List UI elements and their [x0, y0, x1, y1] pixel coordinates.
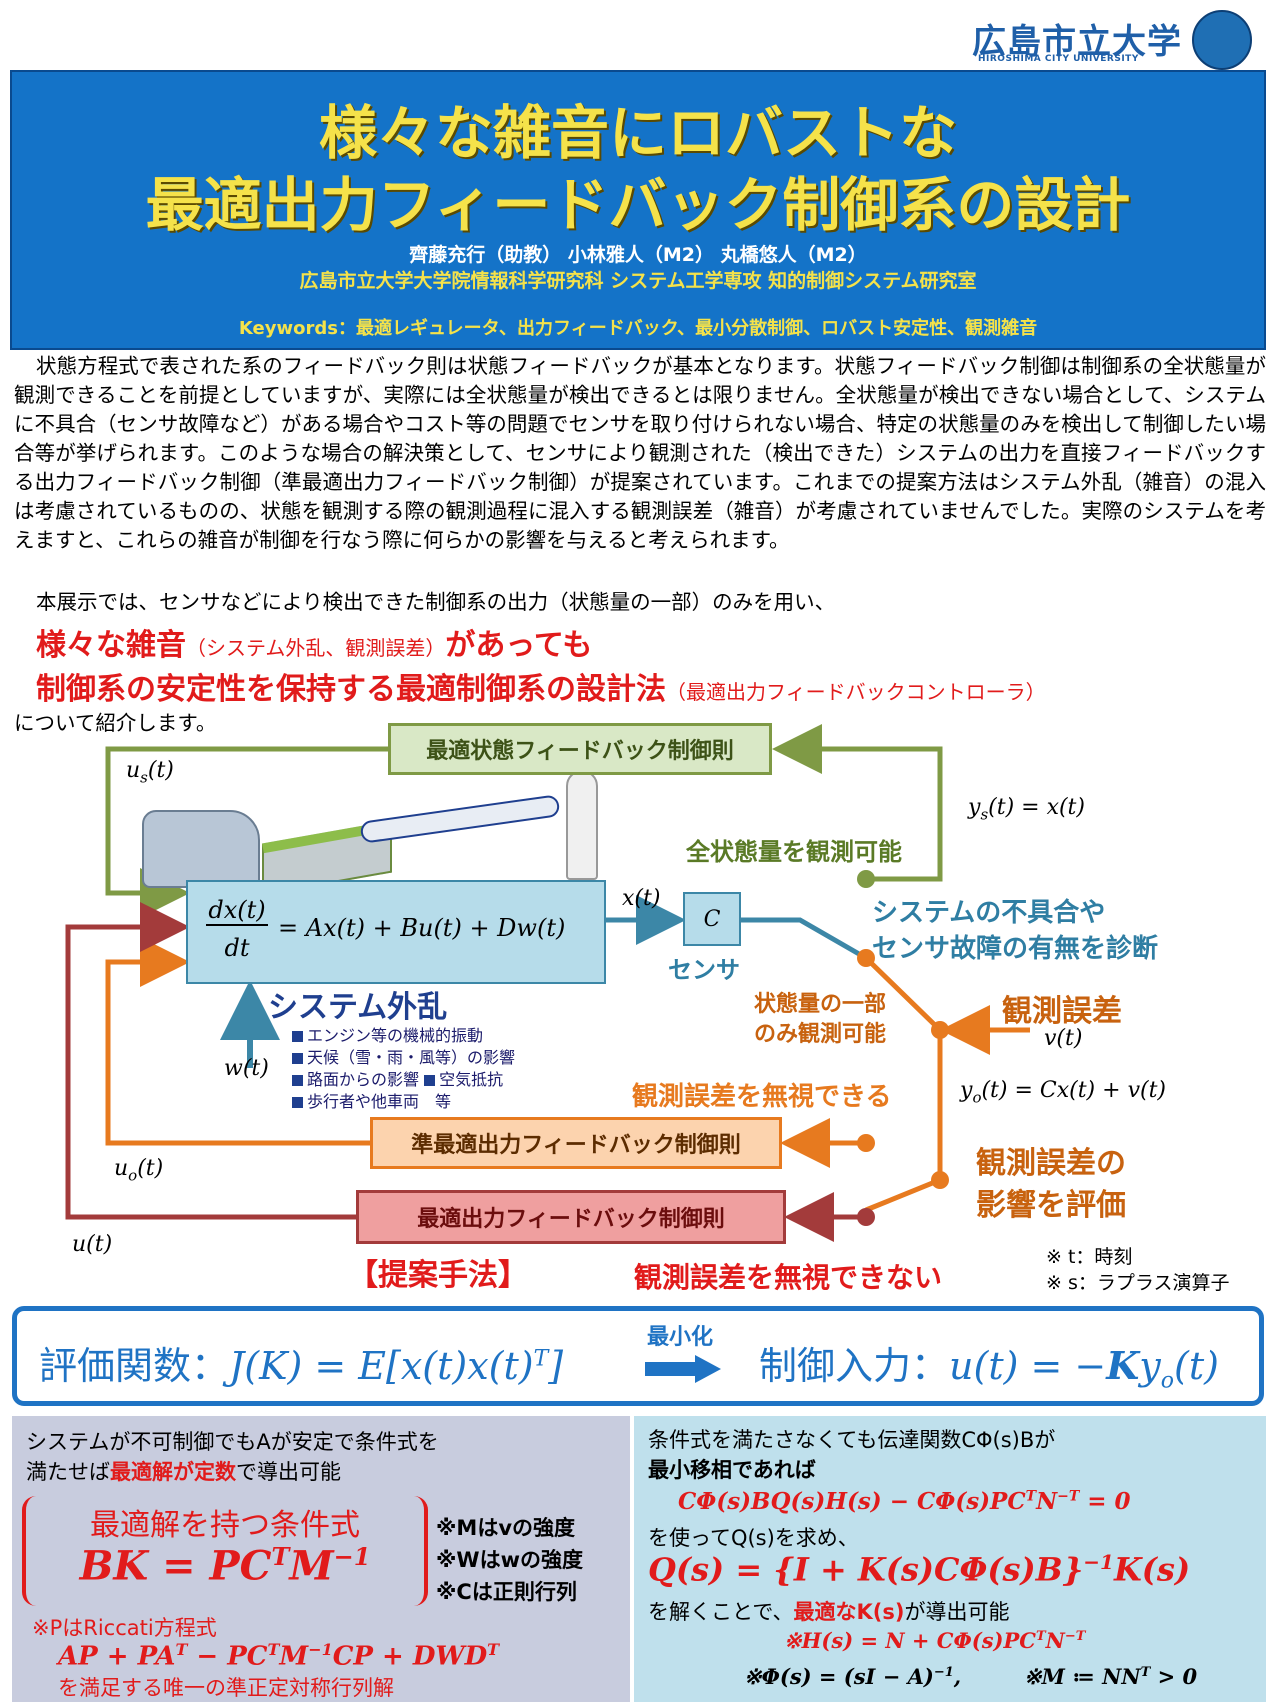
- highlight-line-2: 制御系の安定性を保持する最適制御系の設計法（最適出力フィードバックコントローラ）: [36, 664, 1046, 708]
- evaluate-label-2: 影響を評価: [976, 1188, 1126, 1223]
- eq-numerator: dx(t): [206, 896, 268, 926]
- orange-uo-line: [105, 937, 370, 1146]
- uo-label: uo(t): [114, 1156, 164, 1185]
- control-input-label: 制御入力：u(t) = −Kyo(t): [759, 1343, 1219, 1394]
- disturbance-item-1: エンジン等の機械的振動: [292, 1022, 483, 1046]
- diagnose-label-1: システムの不具合や: [872, 898, 1106, 928]
- riccati-equation: AP + PAT − PCTM−1CP + DWDT: [58, 1640, 500, 1672]
- xt-label: x(t): [622, 886, 661, 911]
- ys-label: ys(t) = x(t): [968, 795, 1085, 824]
- eq-denominator: dt: [224, 934, 250, 962]
- right-panel: 条件式を満たさなくても伝達関数CΦ(s)Bが 最小移相であれば CΦ(s)BQ(…: [634, 1416, 1266, 1702]
- title-line-2: 最適出力フィードバック制御系の設計: [145, 171, 1131, 239]
- minimize-arrow-icon: [645, 1355, 721, 1383]
- intro-paragraph: 状態方程式で表された系のフィードバック則は状態フィードバックが基本となります。状…: [14, 354, 1267, 552]
- suboptimal-output-feedback-box: 準最適出力フィードバック制御則: [370, 1117, 782, 1169]
- sensor-label: センサ: [668, 956, 740, 984]
- riccati-solution: を満足する唯一の準正定対称行列解: [58, 1676, 394, 1700]
- poster-header: 様々な雑音にロバストな 最適出力フィードバック制御系の設計 齊藤充行（助教） 小…: [10, 70, 1266, 350]
- disturbance-item-2: 天候（雪・雨・風等）の影響: [292, 1044, 515, 1068]
- partial-label-1: 状態量の一部: [754, 992, 887, 1017]
- green-feedback-line: [772, 724, 943, 882]
- disturbance-item-3: 路面からの影響 空気抵抗: [292, 1066, 503, 1090]
- us-label: us(t): [126, 758, 174, 787]
- eval-label: 評価関数：J(K) = E[x(t)x(t)T]: [39, 1344, 564, 1388]
- optimal-output-feedback-box: 最適出力フィードバック制御則: [356, 1190, 786, 1244]
- intro-paragraph-3: について紹介します。: [14, 711, 217, 735]
- note-w: ※Wはwの強度: [436, 1548, 583, 1572]
- rocket-icon: [566, 770, 598, 880]
- yo-label: yo(t) = Cx(t) + v(t): [960, 1078, 1166, 1107]
- riccati-label: ※PはRiccati方程式: [32, 1616, 217, 1640]
- green-us-line: [105, 746, 388, 918]
- right-eq-1: CΦ(s)BQ(s)H(s) − CΦ(s)PCTN−T = 0: [678, 1488, 1131, 1515]
- vt-label: v(t): [1044, 1026, 1083, 1051]
- university-name: 広島市立大学: [972, 22, 1182, 62]
- ut-label: u(t): [72, 1232, 113, 1257]
- title-line-1: 様々な雑音にロバストな: [318, 99, 957, 167]
- not-ignorable-label: 観測誤差を無視できない: [634, 1261, 943, 1294]
- ignorable-label: 観測誤差を無視できる: [632, 1082, 892, 1112]
- minimize-label: 最小化: [647, 1325, 714, 1350]
- right-line-1: 条件式を満たさなくても伝達関数CΦ(s)Bが: [648, 1428, 1056, 1452]
- note-t: ※ t：時刻: [1046, 1246, 1133, 1268]
- proposed-label: 【提案手法】: [348, 1258, 528, 1293]
- authors: 齊藤充行（助教） 小林雅人（M2） 丸橋悠人（M2）: [409, 244, 867, 266]
- keywords: Keywords：最適レギュレータ、出力フィードバック、最小分散制御、ロバスト安…: [238, 318, 1038, 339]
- plant-equation-box: dx(t) dt = Ax(t) + Bu(t) + Dw(t): [186, 880, 606, 984]
- left-line-2: 満たせば最適解が定数で導出可能: [26, 1460, 341, 1484]
- note-s: ※ s：ラプラス演算子: [1046, 1272, 1230, 1294]
- car-icon: [142, 810, 260, 888]
- hl1-paren: （システム外乱、観測誤差）: [186, 636, 446, 660]
- evaluate-label-1: 観測誤差の: [976, 1146, 1126, 1181]
- right-eq-2: Q(s) = {I + K(s)CΦ(s)B}−1K(s): [648, 1550, 1191, 1589]
- left-line-1: システムが不可制御でもAが安定で条件式を: [26, 1430, 439, 1454]
- condition-title: 最適解を持つ条件式: [90, 1508, 360, 1543]
- university-logo: 広島市立大学 HIROSHIMA CITY UNIVERSITY: [972, 8, 1252, 70]
- disturbance-title: システム外乱: [268, 990, 448, 1025]
- wt-label: w(t): [224, 1056, 269, 1081]
- highlight-line-1: 様々な雑音（システム外乱、観測誤差）があっても: [36, 620, 592, 664]
- diagnose-label-2: センサ故障の有無を診断: [872, 934, 1159, 964]
- orange-sensor-line: [864, 956, 943, 1213]
- eq-rhs: = Ax(t) + Bu(t) + Dw(t): [278, 914, 566, 942]
- sensor-c-box: C: [683, 892, 741, 946]
- university-emblem-icon: [1192, 10, 1252, 70]
- intro-paragraph-2: 本展示では、センサなどにより検出できた制御系の出力（状態量の一部）のみを用い、: [36, 590, 836, 614]
- hl1-end: があっても: [445, 628, 593, 663]
- note-c: ※Cは正則行列: [436, 1580, 577, 1604]
- note-m: ※Mはvの強度: [436, 1516, 576, 1540]
- optimal-state-feedback-box: 最適状態フィードバック制御則: [388, 723, 772, 775]
- right-eq-4: ※Φ(s) = (sI − A)−1,: [744, 1664, 962, 1689]
- left-panel: システムが不可制御でもAが安定で条件式を 満たせば最適解が定数で導出可能 最適解…: [12, 1416, 630, 1702]
- obs-error-label: 観測誤差: [1002, 994, 1122, 1029]
- right-line-3: を使ってQ(s)を求め、: [648, 1526, 859, 1550]
- all-state-label: 全状態量を観測可能: [686, 838, 902, 866]
- condition-bracket: 最適解を持つ条件式 BK = PCTM−1: [22, 1496, 428, 1606]
- condition-equation: BK = PCTM−1: [79, 1542, 371, 1590]
- partial-label-2: のみ観測可能: [754, 1022, 887, 1047]
- hl1-main: 様々な雑音: [36, 628, 186, 663]
- right-eq-3: ※H(s) = N + CΦ(s)PCTN−T: [784, 1628, 1086, 1653]
- right-eq-5: ※M ≔ NNT > 0: [1024, 1664, 1198, 1689]
- disturbance-item-5: 歩行者や他車両 等: [292, 1088, 451, 1112]
- university-subtitle: HIROSHIMA CITY UNIVERSITY: [978, 54, 1139, 64]
- maroon-u-line: [65, 902, 356, 1220]
- hl2-main: 制御系の安定性を保持する最適制御系の設計法: [36, 672, 666, 707]
- disturbance-list: エンジン等の機械的振動 天候（雪・雨・風等）の影響 路面からの影響 空気抵抗 歩…: [292, 1022, 552, 1132]
- evaluation-function-box: 評価関数：J(K) = E[x(t)x(t)T] 最小化 制御入力：u(t) =…: [12, 1306, 1264, 1406]
- right-line-4: を解くことで、最適なK(s)が導出可能: [648, 1600, 1010, 1624]
- hl2-paren: （最適出力フィードバックコントローラ）: [666, 680, 1046, 704]
- affiliation: 広島市立大学大学院情報科学研究科 システム工学専攻 知的制御システム研究室: [299, 270, 977, 292]
- right-line-2: 最小移相であれば: [648, 1458, 816, 1482]
